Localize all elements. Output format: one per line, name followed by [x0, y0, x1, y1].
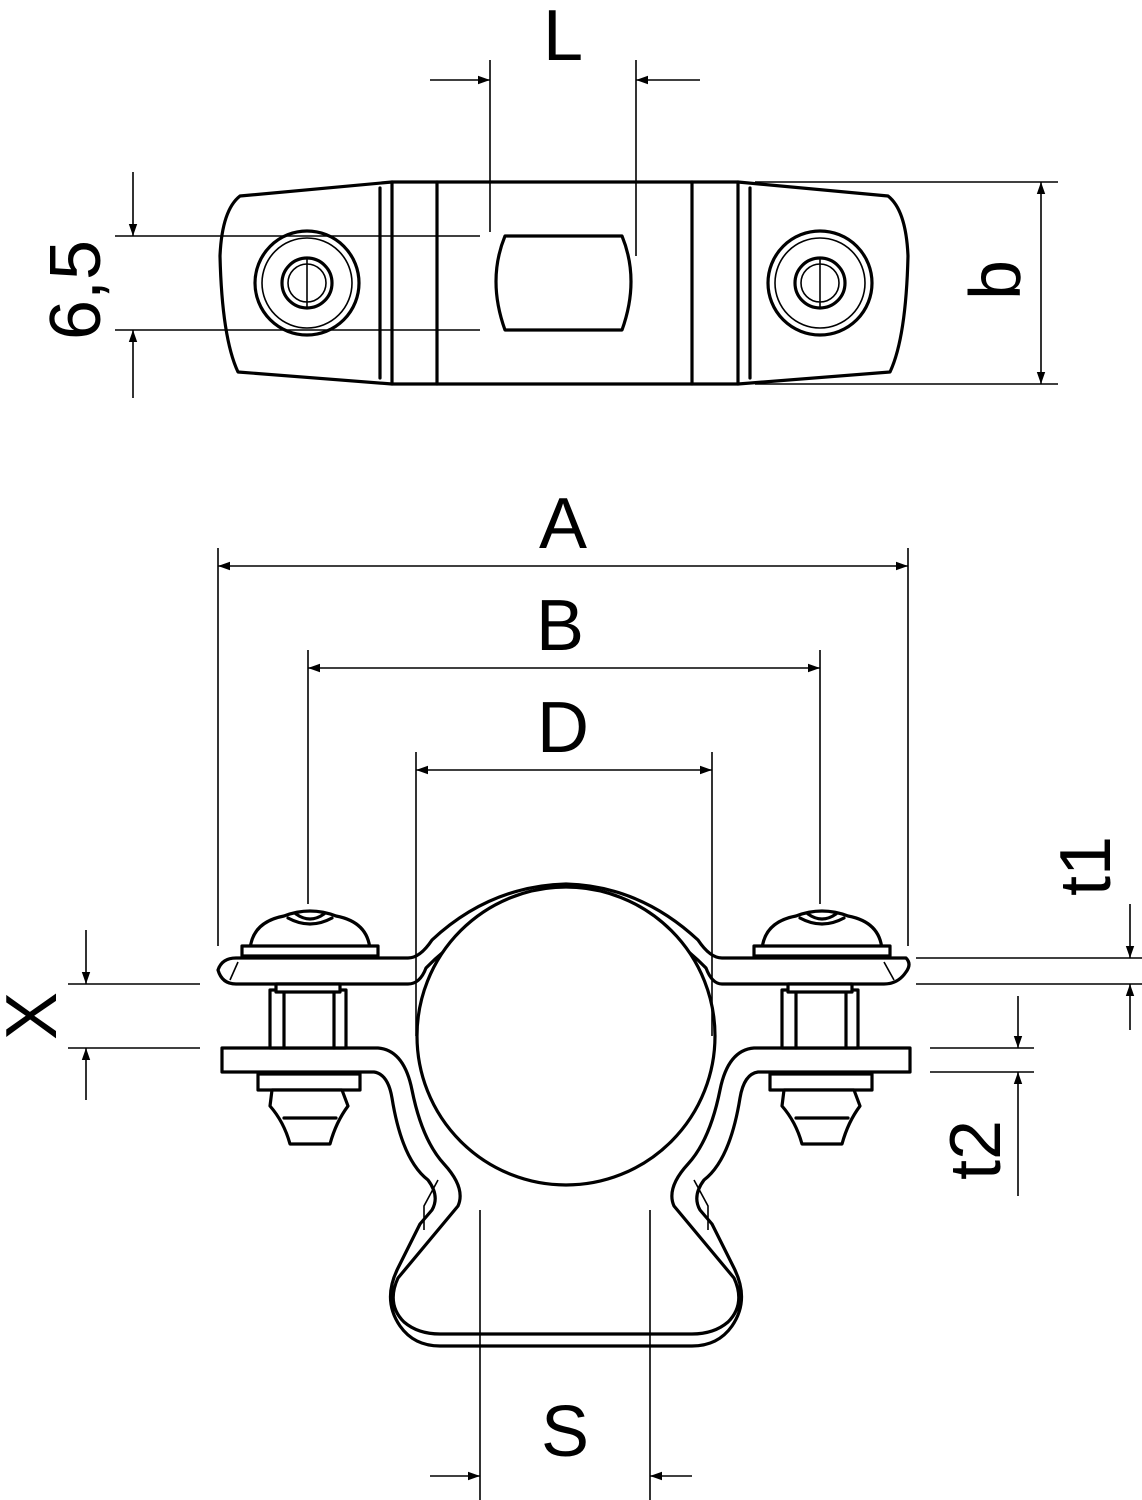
- dimension-b: b: [755, 181, 1058, 385]
- label-B: B: [536, 586, 584, 666]
- label-A: A: [539, 484, 587, 564]
- right-bolt: [752, 909, 892, 1146]
- label-b: b: [956, 260, 1036, 300]
- dimension-B: B: [307, 586, 821, 904]
- dimension-t1: t1: [916, 836, 1142, 1030]
- dimension-X: X: [0, 930, 200, 1100]
- left-bolt: [240, 909, 380, 1146]
- dimension-6-5: 6,5: [36, 172, 480, 398]
- top-view: [218, 180, 910, 386]
- label-X: X: [0, 992, 72, 1040]
- dimension-L: L: [430, 0, 700, 256]
- dimension-D: D: [415, 688, 713, 1036]
- label-6-5: 6,5: [36, 240, 116, 340]
- pipe: [415, 885, 717, 1187]
- dimension-A: A: [217, 484, 909, 946]
- left-ear: [218, 180, 394, 386]
- slot: [494, 234, 633, 332]
- dimension-S: S: [430, 1210, 692, 1500]
- front-view: [216, 882, 912, 1348]
- label-S: S: [541, 1392, 589, 1472]
- dimension-t2: t2: [930, 996, 1034, 1196]
- label-t1: t1: [1046, 836, 1126, 896]
- label-t2: t2: [936, 1120, 1016, 1180]
- center-band: [390, 180, 740, 386]
- right-screw-head: [766, 229, 874, 337]
- label-L: L: [543, 0, 583, 76]
- label-D: D: [537, 688, 589, 768]
- left-screw-head: [253, 229, 361, 337]
- right-ear: [736, 180, 910, 386]
- lower-strap: [220, 1046, 912, 1348]
